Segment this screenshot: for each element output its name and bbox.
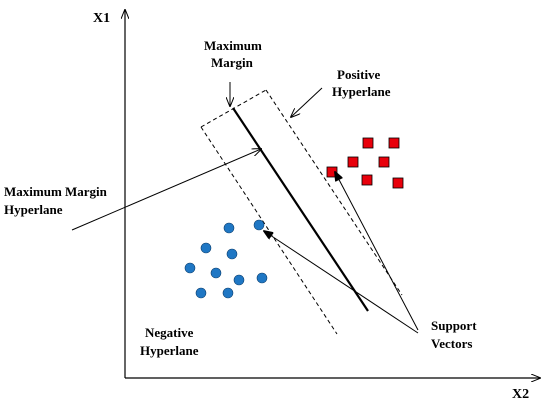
negative-point <box>233 274 245 286</box>
positive-point <box>347 156 359 168</box>
labels: Maximum Margin Positive Hyperlane Maximu… <box>4 38 480 358</box>
positive-hyperplane-line <box>265 89 403 296</box>
positive-point <box>388 137 400 149</box>
negative-class-points <box>184 219 268 299</box>
negative-hyperplane-line <box>200 126 338 335</box>
axes: X1 X2 <box>93 10 540 402</box>
positive-hyperplane-label: Positive Hyperlane <box>332 67 391 99</box>
negative-hyperplane-label: Negative Hyperlane <box>140 325 199 358</box>
maximum-margin-hyperplane-arrow <box>71 149 261 231</box>
y-axis-label: X1 <box>93 11 110 26</box>
negative-point <box>256 272 268 284</box>
positive-class-points <box>326 137 404 189</box>
negative-point <box>184 262 196 274</box>
negative-point <box>226 248 238 260</box>
support-vectors-label: Support Vectors <box>431 318 480 351</box>
support-vector-arrow-positive <box>335 172 419 331</box>
negative-point <box>195 287 207 299</box>
positive-hyperplane-arrow <box>291 87 323 117</box>
positive-point <box>362 137 374 149</box>
negative-point <box>200 242 212 254</box>
negative-point <box>210 267 222 279</box>
annotation-arrows <box>71 82 419 334</box>
x-axis-label: X2 <box>512 387 529 402</box>
positive-point <box>378 156 390 168</box>
positive-point <box>392 177 404 189</box>
maximum-margin-label: Maximum Margin <box>204 38 265 70</box>
negative-point <box>222 287 234 299</box>
maximum-margin-hyperplane-line <box>232 107 369 312</box>
negative-point-support-vector <box>253 219 265 231</box>
support-vector-arrow-negative <box>264 231 419 334</box>
negative-point <box>223 222 235 234</box>
positive-point <box>361 174 373 186</box>
maximum-margin-hyperplane-label: Maximum Margin Hyperlane <box>4 184 110 217</box>
